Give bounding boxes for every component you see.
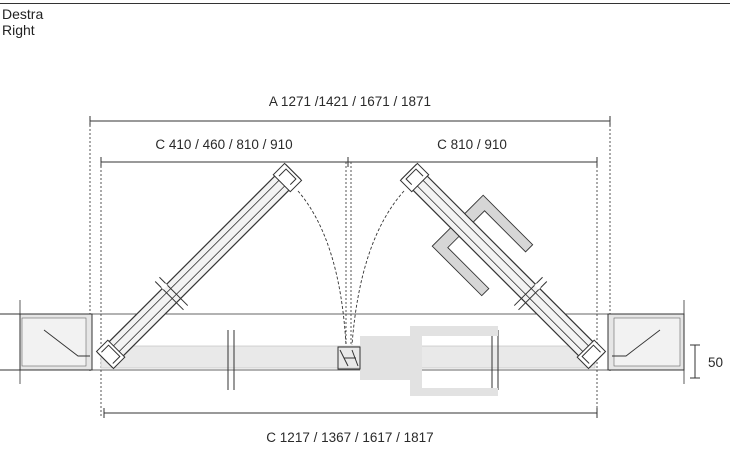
dimension-a-label: A 1271 /1421 / 1671 / 1871 <box>269 94 431 109</box>
wall-left <box>0 300 93 384</box>
dimension-wall-thickness: 50 <box>690 344 723 379</box>
dimension-a: A 1271 /1421 / 1671 / 1871 <box>89 94 611 126</box>
orientation-label-english: Right <box>2 22 35 38</box>
wall-right <box>607 300 685 384</box>
top-rule <box>0 3 730 4</box>
left-door-leaf <box>95 162 303 370</box>
orientation-label-italian: Destra <box>2 6 44 22</box>
dimension-c-left-label: C 410 / 460 / 810 / 910 <box>155 137 292 152</box>
dimension-c-total-label: C 1217 / 1367 / 1617 / 1817 <box>266 430 433 445</box>
right-swing-arc <box>351 190 405 346</box>
right-door-leaf <box>399 162 607 370</box>
left-swing-arc <box>297 190 347 346</box>
dimension-c-right-label: C 810 / 910 <box>437 137 507 152</box>
dimension-c-total: C 1217 / 1367 / 1617 / 1817 <box>103 408 598 445</box>
closed-panels-ghost <box>100 326 596 396</box>
dimension-c-leaves: C 410 / 460 / 810 / 910 C 810 / 910 <box>100 137 598 167</box>
wall-thickness-label: 50 <box>708 355 723 370</box>
extension-lines <box>89 121 611 418</box>
